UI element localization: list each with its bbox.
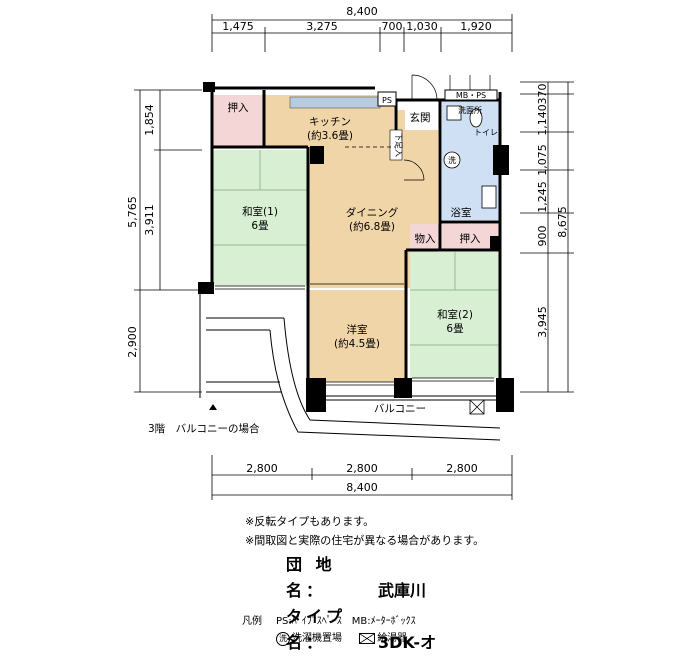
washitsu-2-size: 6畳	[446, 323, 464, 335]
washitsu-1-name: 和室(1)	[242, 205, 278, 218]
window-lines	[215, 283, 494, 386]
mb-ps-label: MB・PS	[456, 91, 486, 100]
senmenjo-label: 洗面所	[458, 105, 482, 115]
floor-note: 3階 バルコニーの場合	[148, 422, 260, 435]
danchi-value: 武庫川	[378, 581, 427, 600]
right-dim-5: 900	[536, 226, 549, 247]
right-dimensions	[520, 81, 574, 393]
left-dimensions	[134, 89, 202, 393]
notes: ※反転タイプもあります。 ※間取図と実際の住宅が異なる場合があります。	[245, 512, 484, 550]
mb-ps-box	[444, 89, 498, 101]
top-dim-2: 3,275	[306, 20, 338, 33]
wall-columns	[198, 82, 514, 412]
bottom-total-dim: 8,400	[346, 481, 378, 494]
bottom-dim-1: 2,800	[246, 462, 278, 475]
kitchen-counter	[289, 96, 381, 109]
legend-heater: 給湯器	[377, 633, 408, 644]
bottom-dim-2: 2,800	[346, 462, 378, 475]
right-dim-6: 3,945	[536, 306, 549, 338]
wash-mark: 洗	[448, 155, 456, 165]
washitsu-1-size: 6畳	[251, 220, 269, 232]
left-total-dim: 5,765	[126, 196, 139, 228]
right-dim-3: 1,075	[536, 144, 549, 176]
top-dim-3: 700	[382, 20, 403, 33]
genkan-label: 玄関	[410, 111, 431, 124]
closet-1-fill	[212, 95, 264, 147]
balcony	[199, 294, 501, 441]
bottom-dim-3: 2,800	[446, 462, 478, 475]
type-label: タイプ名：	[286, 607, 347, 652]
right-dim-2: 1,140	[536, 104, 549, 136]
right-total-dim: 8,675	[556, 206, 569, 238]
ps-label: PS	[382, 96, 392, 105]
left-dim-3: 2,900	[126, 326, 139, 358]
top-dim-4: 1,030	[406, 20, 438, 33]
legend-title: 凡例	[242, 616, 262, 627]
top-dim-5: 1,920	[460, 20, 492, 33]
washitsu-2-name: 和室(2)	[437, 308, 473, 321]
kitchen-size: (約3.6畳)	[307, 129, 353, 142]
dining-name: ダイニング	[346, 206, 399, 219]
water-heater-box	[469, 399, 485, 415]
note-2: ※間取図と実際の住宅が異なる場合があります。	[245, 534, 485, 547]
north-arrow	[209, 404, 217, 410]
legend-ps: PS:ﾊﾟｲﾌﾟｽﾍﾟｰｽ MB:ﾒｰﾀｰﾎﾞｯｸｽ	[276, 616, 416, 627]
legend-row-1: 凡例 PS:ﾊﾟｲﾌﾟｽﾍﾟｰｽ MB:ﾒｰﾀｰﾎﾞｯｸｽ	[242, 613, 416, 630]
monoire-fill	[410, 224, 440, 250]
bath-fixtures	[443, 105, 497, 209]
youshitsu-size: (約4.5畳)	[334, 337, 380, 350]
water-heater-icon	[359, 632, 376, 644]
doors	[345, 74, 491, 181]
left-dim-2: 3,911	[143, 204, 156, 236]
tatami-lines	[212, 150, 500, 346]
washer-mark	[443, 151, 461, 169]
toilet-label: トイレ	[474, 128, 498, 137]
legend: 凡例 PS:ﾊﾟｲﾌﾟｽﾍﾟｰｽ MB:ﾒｰﾀｰﾎﾞｯｸｽ 洗洗濯機置場 給湯器	[242, 613, 416, 647]
danchi-label: 団 地 名：	[286, 555, 336, 600]
shoe-box-label: 下足入	[394, 133, 403, 157]
note-1: ※反転タイプもあります。	[245, 515, 375, 528]
dining-size: (約6.8畳)	[349, 220, 395, 233]
balcony-label: バルコニー	[374, 403, 426, 415]
genkan-fill	[405, 100, 438, 130]
youshitsu-fill	[308, 290, 406, 382]
right-dim-4: 1,245	[536, 181, 549, 213]
kitchen-name: キッチン	[309, 116, 351, 128]
washer-icon: 洗	[276, 632, 290, 646]
bottom-dimensions	[211, 455, 513, 500]
top-total-dim: 8,400	[346, 5, 378, 18]
danchi-row: 団 地 名： 武庫川	[286, 552, 436, 604]
monoire-label: 物入	[415, 232, 436, 245]
legend-row-2: 洗洗濯機置場 給湯器	[242, 630, 416, 647]
top-dimensions	[211, 14, 513, 52]
left-dim-1: 1,854	[143, 104, 156, 136]
top-dim-1: 1,475	[222, 20, 254, 33]
type-value: 3DK-オ	[378, 633, 437, 652]
legend-wash: 洗濯機置場	[292, 633, 342, 644]
floor-plan: 8,400 1,475 3,275 700 1,030 1,920 1,854 …	[126, 5, 574, 500]
right-dim-1: 370	[536, 84, 549, 105]
closet-1-label: 押入	[228, 101, 249, 114]
type-row: タイプ名： 3DK-オ	[286, 604, 436, 656]
ps-box	[377, 91, 397, 107]
closet-2-label: 押入	[460, 232, 481, 245]
youshitsu-name: 洋室	[347, 323, 368, 336]
spec-block: 団 地 名： 武庫川 タイプ名： 3DK-オ	[286, 552, 436, 656]
yokushitsu-label: 浴室	[451, 206, 472, 219]
